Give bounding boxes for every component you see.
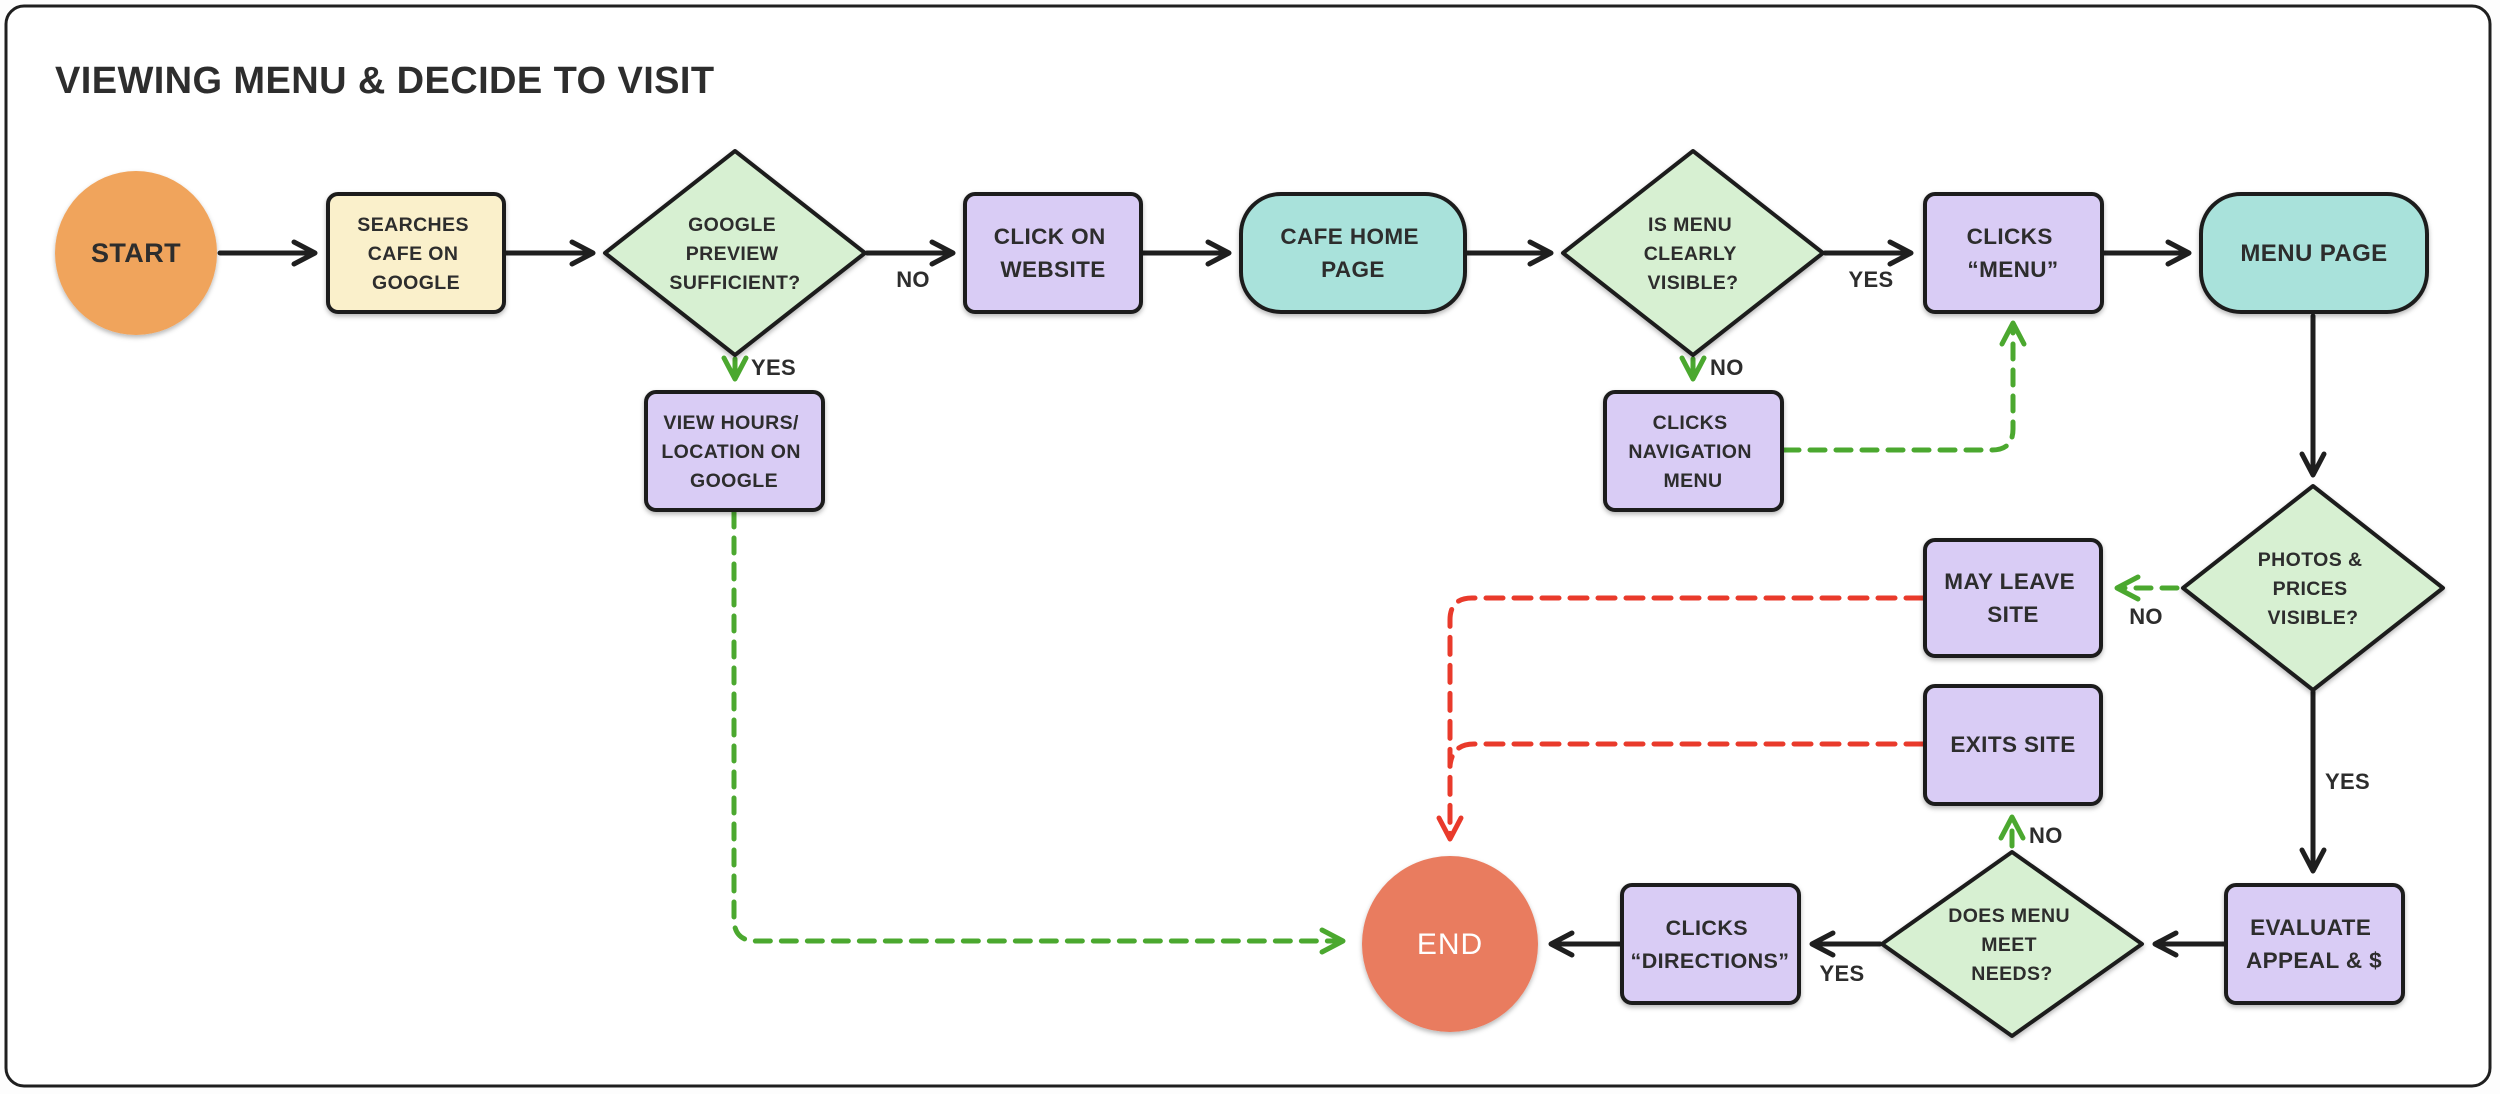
node-end[interactable] [1362, 856, 1538, 1032]
node-photos-prices-label: PHOTOS & PRICES VISIBLE? [2258, 549, 2369, 629]
node-clicks-menu-label: CLICKS “MENU” [1967, 224, 2060, 282]
node-view-hours-line-2: LOCATION ON [661, 441, 800, 463]
node-end-label: END [1417, 928, 1483, 961]
node-view-hours-location-on-google[interactable] [644, 390, 825, 512]
node-google-preview-sufficient[interactable] [603, 149, 867, 357]
node-start[interactable] [55, 171, 217, 335]
node-clicks-menu-line-1: CLICKS [1967, 224, 2053, 249]
edge-label-menu-visible-yes: YES [1849, 267, 1894, 292]
node-clicks-directions-line-2: “DIRECTIONS” [1631, 949, 1790, 973]
node-evaluate-label: EVALUATE APPEAL & $ [2246, 915, 2382, 973]
node-menu-visible-line-3: VISIBLE? [1648, 272, 1739, 294]
nodes [55, 149, 2445, 1038]
node-may-leave-line-1: MAY LEAVE [1944, 569, 2075, 594]
edge-label-menu-needs-no: NO [2029, 823, 2063, 848]
node-cafe-home-line-2: PAGE [1321, 257, 1385, 282]
node-menu-visible-line-2: CLEARLY [1644, 243, 1737, 265]
node-photos-prices-visible[interactable] [2181, 484, 2445, 692]
node-clicks-nav-line-3: MENU [1663, 470, 1722, 492]
node-cafe-home-line-1: CAFE HOME [1280, 224, 1419, 249]
node-does-menu-meet-needs[interactable] [1880, 850, 2144, 1038]
node-evaluate-appeal[interactable] [2224, 883, 2405, 1005]
node-clicks-directions-line-1: CLICKS [1666, 916, 1748, 940]
edge-exits-to-end [1447, 741, 1926, 769]
node-view-hours-line-1: VIEW HOURS/ [663, 412, 799, 434]
node-may-leave-site[interactable] [1923, 538, 2103, 658]
node-start-label: START [91, 238, 181, 268]
edge-label-menu-needs-yes: YES [1820, 961, 1865, 986]
node-click-on-website[interactable] [963, 192, 1143, 314]
node-menu-visible-line-1: IS MENU [1648, 214, 1732, 236]
node-photos-prices-line-2: PRICES [2273, 578, 2348, 600]
node-click-website-line-1: CLICK ON [994, 224, 1106, 249]
node-clicks-directions-label: CLICKS “DIRECTIONS” [1631, 916, 1790, 973]
node-photos-prices-line-1: PHOTOS & [2258, 549, 2363, 571]
node-evaluate-line-2: APPEAL & $ [2246, 948, 2382, 973]
node-labels: START SEARCHES CAFE ON GOOGLE GOOGLE PRE… [91, 214, 2387, 985]
node-needs-line-1: DOES MENU [1948, 905, 2070, 927]
node-clicks-nav-line-1: CLICKS [1653, 412, 1728, 434]
node-is-menu-clearly-visible[interactable] [1561, 149, 1825, 357]
node-clicks-menu-line-2: “MENU” [1967, 257, 2058, 282]
node-clicks-menu[interactable] [1923, 192, 2104, 314]
node-menu-page-label: MENU PAGE [2240, 240, 2387, 267]
edge-view-hours-to-end [731, 509, 1346, 955]
edge-label-google-preview-no: NO [896, 267, 930, 292]
edge-label-photos-prices-yes: YES [2325, 769, 2370, 794]
edge-labels: NO YES YES NO NO YES NO YES [751, 267, 2370, 986]
node-searches-line-2: CAFE ON [368, 243, 459, 265]
node-clicks-directions[interactable] [1620, 883, 1801, 1005]
node-menu-page[interactable] [2199, 192, 2429, 314]
node-clicks-nav-label: CLICKS NAVIGATION MENU [1628, 412, 1757, 492]
node-cafe-home-page[interactable] [1239, 192, 1467, 314]
edge-may-leave-to-end [1436, 595, 1926, 842]
node-google-preview-line-1: GOOGLE [688, 214, 776, 236]
node-needs-label: DOES MENU MEET NEEDS? [1948, 905, 2076, 985]
node-view-hours-label: VIEW HOURS/ LOCATION ON GOOGLE [661, 412, 806, 492]
node-exits-site[interactable] [1923, 684, 2103, 806]
edge-clicks-nav-to-clicks-menu [1781, 320, 2027, 453]
node-google-preview-line-2: PREVIEW [686, 243, 779, 265]
edge-label-photos-prices-no: NO [2129, 604, 2163, 629]
diagram-frame [4, 4, 2492, 1088]
node-menu-visible-label: IS MENU CLEARLY VISIBLE? [1644, 214, 1743, 294]
node-searches-line-3: GOOGLE [372, 272, 460, 294]
node-searches-line-1: SEARCHES [357, 214, 469, 236]
node-needs-line-2: MEET [1981, 934, 2037, 956]
node-needs-line-3: NEEDS? [1971, 963, 2053, 985]
node-may-leave-line-2: SITE [1987, 602, 2039, 627]
page-title: VIEWING MENU & DECIDE TO VISIT [55, 60, 714, 102]
node-google-preview-line-3: SUFFICIENT? [669, 272, 800, 294]
node-searches-label: SEARCHES CAFE ON GOOGLE [357, 214, 474, 294]
node-may-leave-label: MAY LEAVE SITE [1944, 569, 2081, 627]
edge-label-menu-visible-no: NO [1710, 355, 1744, 380]
edge-label-google-preview-yes: YES [751, 355, 796, 380]
node-evaluate-line-1: EVALUATE [2250, 915, 2371, 940]
node-clicks-nav-line-2: NAVIGATION [1628, 441, 1752, 463]
node-cafe-home-label: CAFE HOME PAGE [1280, 224, 1425, 282]
node-clicks-navigation-menu[interactable] [1603, 390, 1784, 512]
node-google-preview-label: GOOGLE PREVIEW SUFFICIENT? [669, 214, 800, 294]
edges [217, 239, 2327, 958]
node-searches-cafe-on-google[interactable] [326, 192, 506, 314]
node-exits-site-label: EXITS SITE [1950, 732, 2075, 757]
node-view-hours-line-3: GOOGLE [690, 470, 778, 492]
node-click-website-label: CLICK ON WEBSITE [994, 224, 1113, 282]
node-photos-prices-line-3: VISIBLE? [2268, 607, 2359, 629]
node-click-website-line-2: WEBSITE [1000, 257, 1105, 282]
